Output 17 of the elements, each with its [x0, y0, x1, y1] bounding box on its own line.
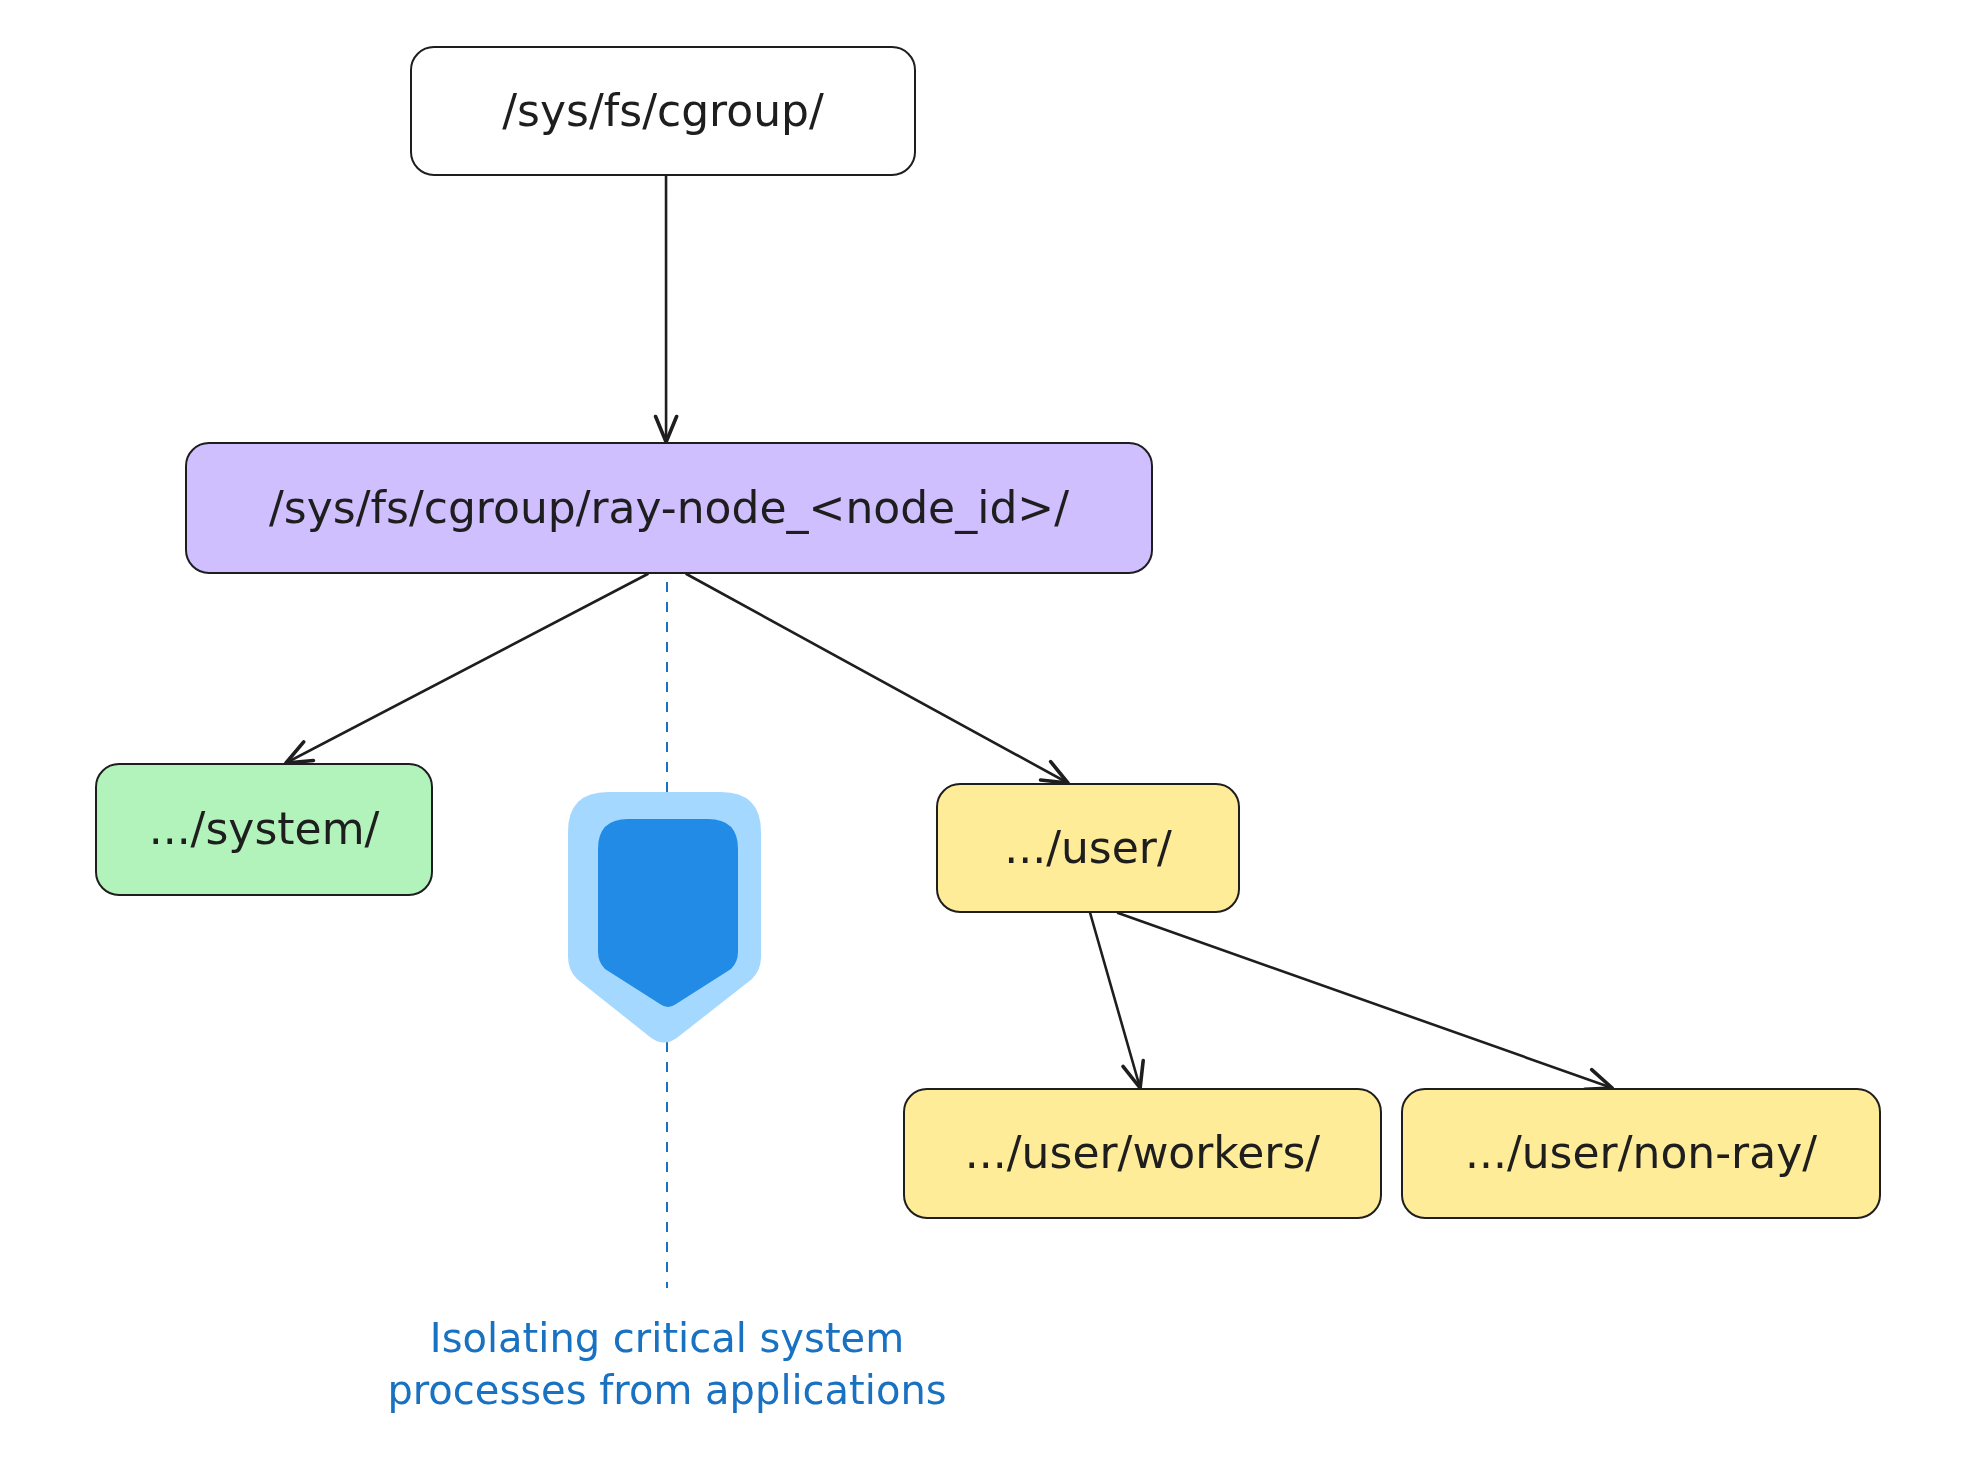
path-text: /sys/fs/cgroup/	[502, 84, 824, 138]
arrow	[1088, 911, 1145, 1090]
folder-path-box	[185, 442, 1153, 574]
arrow	[284, 572, 649, 765]
path-text: .../user/non-ray/	[1464, 1127, 1818, 1180]
folder-path-box	[903, 1088, 1382, 1219]
annotation-text: Isolating critical system processes from applications	[386, 1314, 948, 1415]
folder-path-box	[410, 46, 916, 176]
path-text: .../system/	[148, 803, 380, 856]
arrow	[653, 174, 679, 444]
path-text: /sys/fs/cgroup/ray-node_<node_id>/	[268, 481, 1070, 535]
folder-path-box	[1401, 1088, 1881, 1219]
path-text: .../user/workers/	[964, 1127, 1321, 1180]
folder-path-box	[95, 763, 433, 896]
folder-path-box	[936, 783, 1240, 913]
arrow	[685, 572, 1070, 785]
path-text: .../user/	[1004, 821, 1172, 875]
